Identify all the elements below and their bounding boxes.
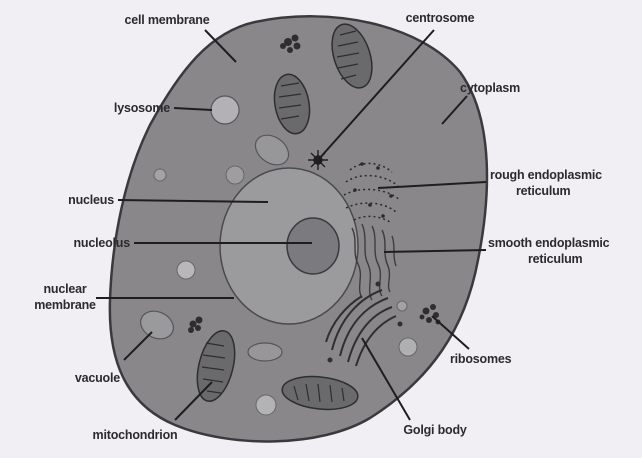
label-rough-er-line1: rough endoplasmic [490,167,630,183]
label-rough-er-line2: reticulum [490,183,630,199]
label-nucleolus: nucleolus [30,235,130,251]
vesicle [399,338,417,356]
label-golgi-body: Golgi body [385,422,485,438]
vesicle [226,166,244,184]
nucleolus-shape [287,218,339,274]
label-nuclear-membrane-line2: membrane [22,297,108,313]
label-mitochondrion: mitochondrion [70,427,200,443]
label-nuclear-membrane-line1: nuclear [22,281,108,297]
label-smooth-er: smooth endoplasmic reticulum [488,235,638,267]
vesicle [154,169,166,181]
label-rough-er: rough endoplasmic reticulum [490,167,630,199]
label-lysosome: lysosome [80,100,170,116]
vesicle-oval [248,343,282,361]
vesicle [397,301,407,311]
lysosome-shape [211,96,239,124]
label-cytoplasm: cytoplasm [460,80,550,96]
label-vacuole: vacuole [40,370,120,386]
label-smooth-er-line1: smooth endoplasmic [488,235,638,251]
label-ribosomes: ribosomes [450,351,540,367]
label-centrosome: centrosome [390,10,490,26]
vesicle [177,261,195,279]
label-nuclear-membrane: nuclear membrane [22,281,108,313]
vesicle [256,395,276,415]
label-cell-membrane: cell membrane [112,12,222,28]
label-nucleus: nucleus [30,192,114,208]
label-smooth-er-line2: reticulum [488,251,638,267]
